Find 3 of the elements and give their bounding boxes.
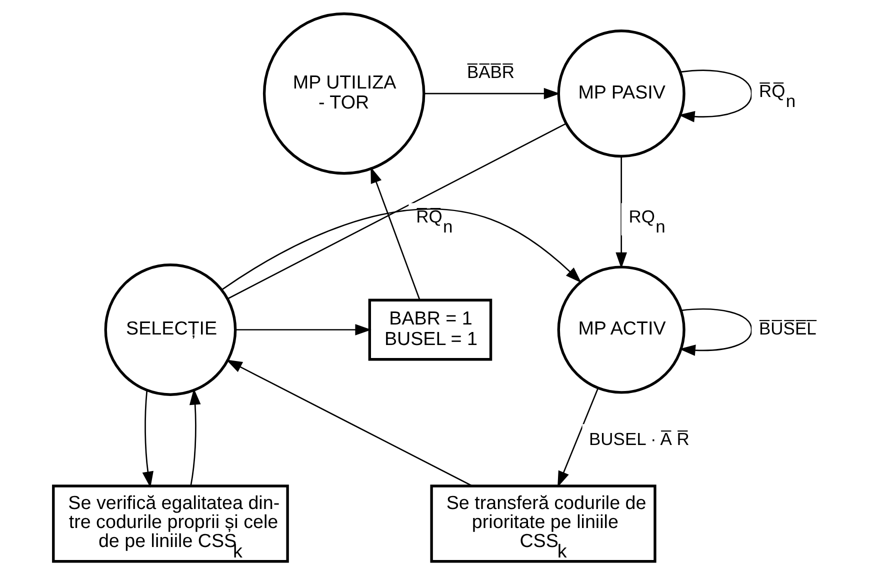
edge-label: B̅A̅B̅R̅ (466, 62, 514, 82)
edge-label: B̅U̅S̅E̅L̅ (758, 318, 816, 338)
edge-label: BUSEL · A̅ R̅ (588, 428, 689, 449)
